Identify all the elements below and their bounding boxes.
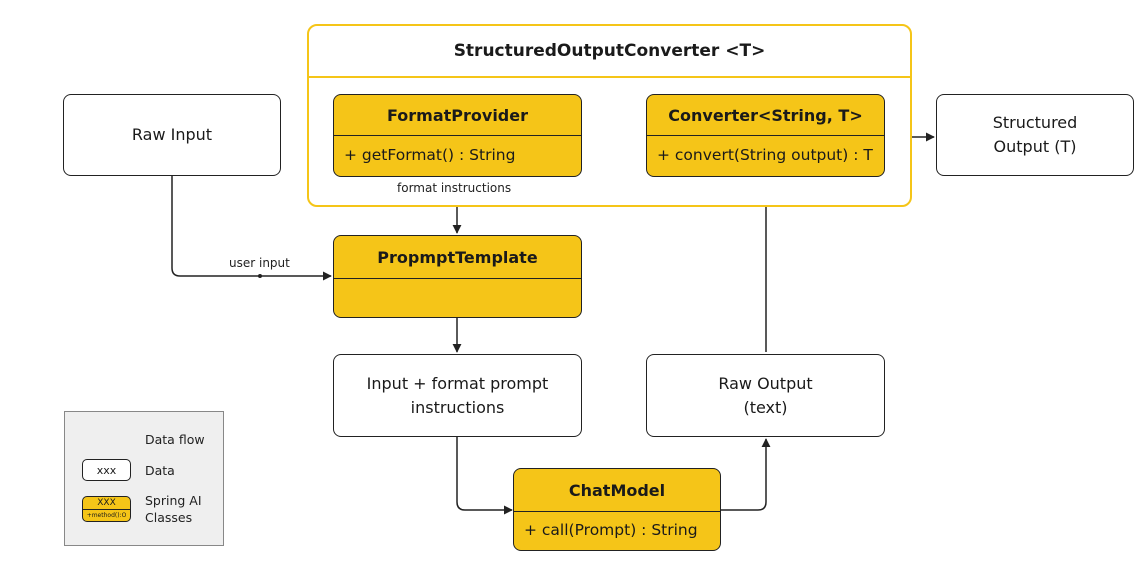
legend-class-swatch: XXX +method():O [82, 496, 131, 522]
raw-output-node: Raw Output (text) [646, 354, 885, 437]
raw-input-node: Raw Input [63, 94, 281, 176]
chat-model-method: + call(Prompt) : String [524, 520, 698, 539]
format-provider-method: + getFormat() : String [344, 146, 516, 164]
legend-data-swatch: xxx [82, 459, 131, 481]
chat-model-class: ChatModel + call(Prompt) : String [513, 468, 721, 551]
container-title: StructuredOutputConverter <T> [309, 26, 910, 78]
legend-class-sample-method: +method():O [86, 512, 127, 519]
edge-label-format-instructions: format instructions [397, 181, 512, 195]
chat-model-name: ChatModel [514, 469, 720, 512]
prompt-template-class: PropmptTemplate [333, 235, 582, 318]
converter-name: Converter<String, T> [647, 95, 884, 136]
legend-classes-label: Spring AI Classes [145, 493, 202, 525]
converter-class: Converter<String, T> + convert(String ou… [646, 94, 885, 177]
legend: Data flow xxx Data XXX +method():O Sprin… [64, 411, 224, 546]
format-provider-class: FormatProvider + getFormat() : String [333, 94, 582, 177]
edge-label-user-input: user input [229, 256, 290, 270]
edge-chatmodel-to-rawoutput [721, 438, 771, 511]
format-provider-name: FormatProvider [334, 95, 581, 136]
edge-user-input [171, 175, 332, 281]
edge-junction-dot [258, 274, 262, 278]
legend-data-flow-label: Data flow [145, 432, 205, 447]
prompt-template-name: PropmptTemplate [334, 236, 581, 279]
legend-data-sample: xxx [96, 463, 117, 477]
structured-output-node: Structured Output (T) [936, 94, 1134, 176]
input-format-prompt-node: Input + format prompt instructions [333, 354, 582, 437]
edge-prompt-to-chatmodel [456, 437, 513, 515]
legend-class-sample-name: XXX [83, 497, 130, 510]
legend-data-label: Data [145, 463, 175, 478]
converter-method: + convert(String output) : T [657, 146, 873, 164]
